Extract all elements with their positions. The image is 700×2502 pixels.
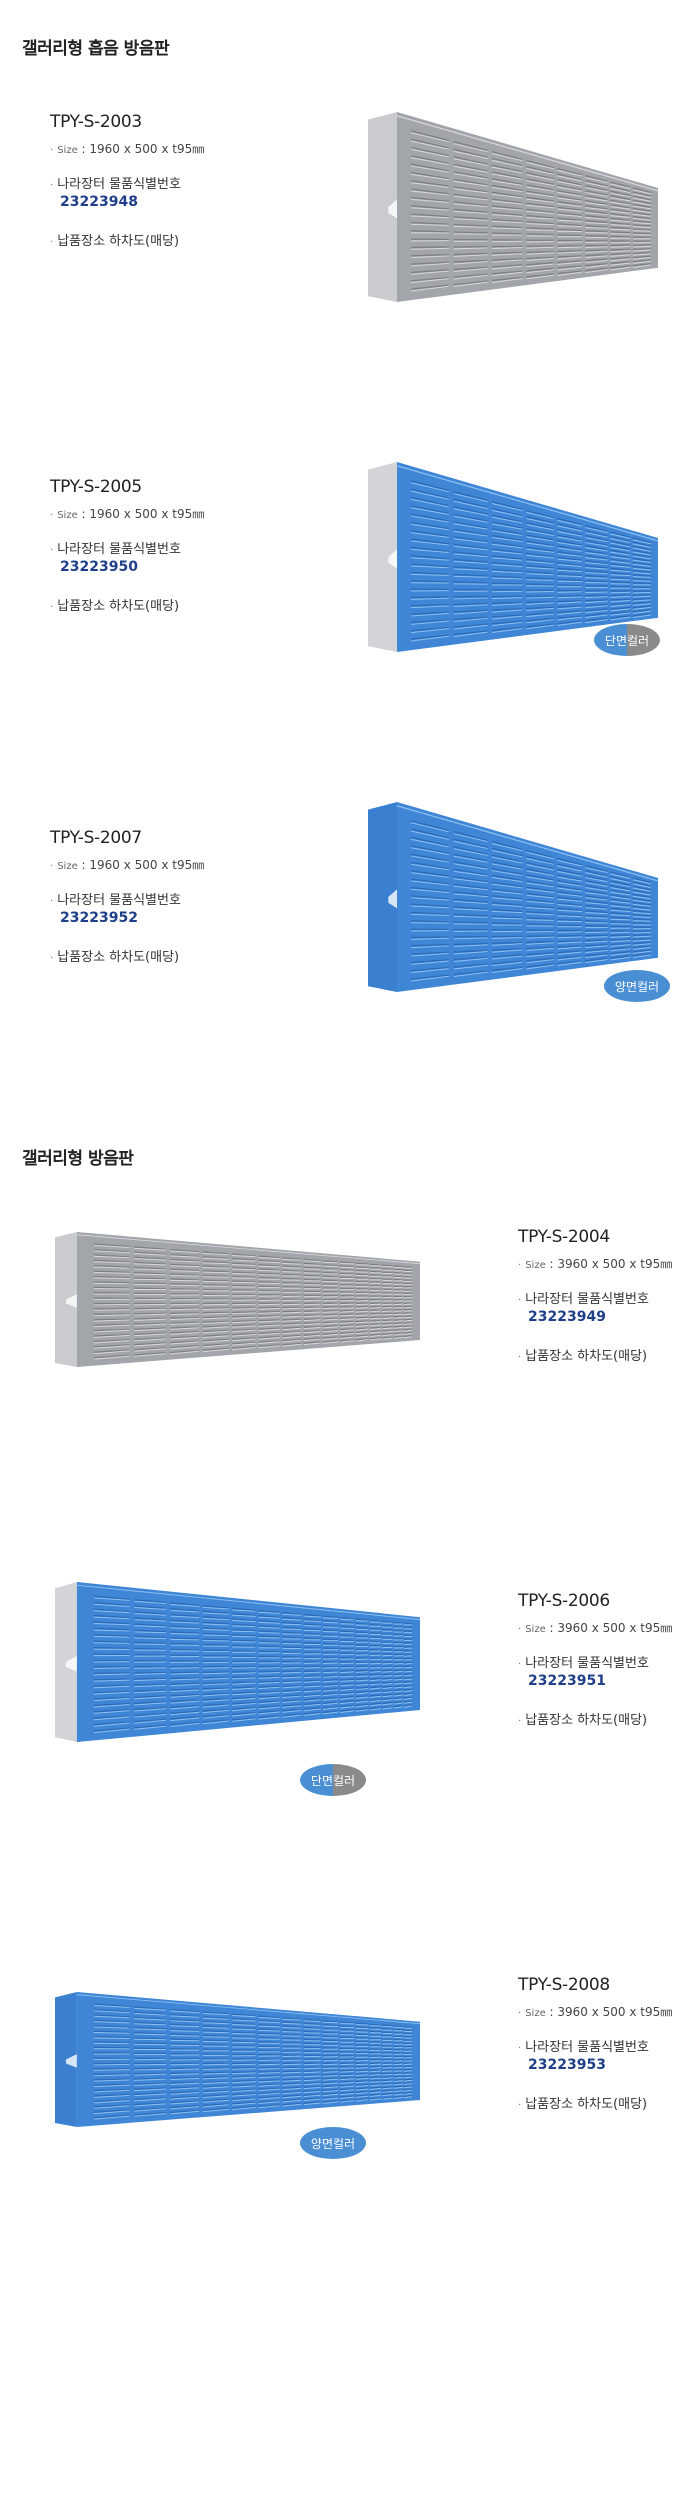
product-size: ·Size : 1960 x 500 x t95㎜ [50,507,205,521]
size-value: 3960 x 500 x t95㎜ [557,1621,673,1635]
product-size: ·Size : 3960 x 500 x t95㎜ [518,2005,673,2019]
product-image [368,462,658,652]
procurement-label: ·나라장터 물품식별번호 [50,177,181,192]
section-title-reflective: 갤러리형 방음판 [22,1149,134,1169]
product-info: TPY-S-2007 ·Size : 1960 x 500 x t95㎜ ·나라… [50,828,240,965]
size-value: 1960 x 500 x t95㎜ [89,142,205,156]
delivery-text: 납품장소 하차도(매당) [57,950,180,965]
procurement-label: ·나라장터 물품식별번호 [50,893,181,908]
procurement-label: ·나라장터 물품식별번호 [50,542,181,557]
procurement-number: 23223948 [60,194,138,210]
product-model: TPY-S-2007 [50,828,142,848]
product-size: ·Size : 3960 x 500 x t95㎜ [518,1257,673,1271]
procurement-label-text: 나라장터 물품식별번호 [525,1292,649,1307]
size-value: 1960 x 500 x t95㎜ [89,858,205,872]
size-value: 3960 x 500 x t95㎜ [557,2005,673,2019]
product-image [368,112,658,302]
product-info: TPY-S-2003 ·Size : 1960 x 500 x t95㎜ ·나라… [50,112,240,249]
size-label: Size [525,2008,546,2019]
color-type-badge: 양면컬러 [604,970,670,1002]
product-info: TPY-S-2005 ·Size : 1960 x 500 x t95㎜ ·나라… [50,477,240,614]
product-size: ·Size : 1960 x 500 x t95㎜ [50,142,205,156]
product-size: ·Size : 3960 x 500 x t95㎜ [518,1621,673,1635]
procurement-label-text: 나라장터 물품식별번호 [525,2040,649,2055]
procurement-label-text: 나라장터 물품식별번호 [57,177,181,192]
delivery-text: 납품장소 하차도(매당) [57,599,180,614]
procurement-label: ·나라장터 물품식별번호 [518,2040,649,2055]
sound-barrier-panel-image [368,802,658,992]
product-model: TPY-S-2004 [518,1227,610,1247]
color-type-badge: 단면컬러 [300,1764,366,1796]
delivery-info: ·납품장소 하차도(매당) [50,234,180,249]
size-value: 1960 x 500 x t95㎜ [89,507,205,521]
product-size: ·Size : 1960 x 500 x t95㎜ [50,858,205,872]
sound-barrier-panel-image [55,1582,420,1742]
delivery-text: 납품장소 하차도(매당) [57,234,180,249]
delivery-text: 납품장소 하차도(매당) [525,2097,648,2112]
product-model: TPY-S-2003 [50,112,142,132]
product-info: TPY-S-2008 ·Size : 3960 x 500 x t95㎜ ·나라… [518,1975,700,2112]
product-image [55,1582,420,1742]
product-info: TPY-S-2004 ·Size : 3960 x 500 x t95㎜ ·나라… [518,1227,700,1364]
delivery-info: ·납품장소 하차도(매당) [50,599,180,614]
size-label: Size [525,1260,546,1271]
color-type-badge: 양면컬러 [300,2127,366,2159]
section-title-absorptive: 갤러리형 흡음 방음판 [22,39,170,59]
delivery-text: 납품장소 하차도(매당) [525,1713,648,1728]
product-image [55,1232,420,1367]
delivery-info: ·납품장소 하차도(매당) [518,1349,648,1364]
product-image [368,802,658,992]
delivery-info: ·납품장소 하차도(매당) [50,950,180,965]
product-model: TPY-S-2005 [50,477,142,497]
delivery-info: ·납품장소 하차도(매당) [518,2097,648,2112]
size-label: Size [525,1624,546,1635]
size-label: Size [57,510,78,521]
procurement-label: ·나라장터 물품식별번호 [518,1656,649,1671]
procurement-number: 23223950 [60,559,138,575]
sound-barrier-panel-image [55,1992,420,2127]
procurement-number: 23223951 [528,1673,606,1689]
procurement-number: 23223953 [528,2057,606,2073]
size-label: Size [57,861,78,872]
procurement-label-text: 나라장터 물품식별번호 [57,893,181,908]
delivery-text: 납품장소 하차도(매당) [525,1349,648,1364]
procurement-label-text: 나라장터 물품식별번호 [525,1656,649,1671]
procurement-label: ·나라장터 물품식별번호 [518,1292,649,1307]
delivery-info: ·납품장소 하차도(매당) [518,1713,648,1728]
product-info: TPY-S-2006 ·Size : 3960 x 500 x t95㎜ ·나라… [518,1591,700,1728]
product-model: TPY-S-2008 [518,1975,610,1995]
size-value: 3960 x 500 x t95㎜ [557,1257,673,1271]
sound-barrier-panel-image [368,112,658,302]
procurement-number: 23223949 [528,1309,606,1325]
procurement-number: 23223952 [60,910,138,926]
product-image [55,1992,420,2127]
sound-barrier-panel-image [368,462,658,652]
procurement-label-text: 나라장터 물품식별번호 [57,542,181,557]
color-type-badge: 단면컬러 [594,624,660,656]
size-label: Size [57,145,78,156]
sound-barrier-panel-image [55,1232,420,1367]
product-model: TPY-S-2006 [518,1591,610,1611]
